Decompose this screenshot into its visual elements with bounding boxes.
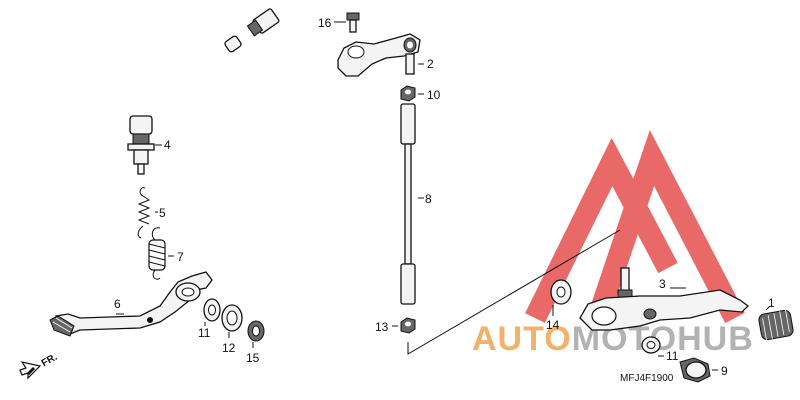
callout-3: 3 — [659, 277, 666, 291]
callout-13: 13 — [375, 320, 389, 334]
watermark-auto: AUTO — [472, 320, 572, 358]
pivot-bolt-9 — [679, 357, 718, 383]
fr-label: FR. — [40, 352, 60, 370]
callout-6: 6 — [114, 297, 121, 311]
callout-labels: 1 2 3 4 5 6 7 8 9 10 11 11 12 13 14 15 1… — [114, 16, 775, 378]
nut-10 — [400, 85, 424, 102]
front-direction-arrow: FR. — [19, 352, 60, 380]
callout-9: 9 — [721, 364, 728, 378]
washer-14 — [550, 279, 572, 316]
callout-10: 10 — [427, 88, 441, 102]
callout-2: 2 — [427, 57, 434, 71]
callout-12: 12 — [222, 341, 236, 355]
brake-switch-cable — [138, 8, 280, 118]
shift-rod — [400, 103, 424, 305]
drawing-code: MFJ4F1900 — [620, 373, 674, 384]
washer-12 — [221, 304, 243, 338]
watermark-hub: HUB — [677, 320, 754, 358]
callout-16: 16 — [318, 16, 332, 30]
nut-13 — [392, 317, 416, 334]
brake-light-switch — [127, 115, 162, 175]
callout-1: 1 — [768, 296, 775, 310]
leader-line — [407, 229, 621, 355]
washer-15 — [247, 320, 265, 348]
shift-peg-rubber — [758, 305, 794, 341]
gearshift-pedal — [579, 287, 749, 331]
bolt-16 — [334, 12, 360, 33]
shift-arm — [337, 33, 424, 77]
switch-spring — [137, 187, 158, 239]
callout-7: 7 — [177, 250, 184, 264]
callout-4: 4 — [164, 138, 171, 152]
callout-11-right: 11 — [666, 349, 679, 363]
callout-15: 15 — [246, 351, 260, 365]
washer-11-right — [641, 336, 664, 357]
callout-5: 5 — [159, 206, 166, 220]
callout-14: 14 — [546, 318, 560, 332]
callout-11-left: 11 — [198, 326, 211, 340]
callout-8: 8 — [425, 192, 432, 206]
washer-11-left — [203, 298, 221, 326]
brake-pedal — [49, 271, 213, 337]
return-spring — [148, 227, 174, 280]
